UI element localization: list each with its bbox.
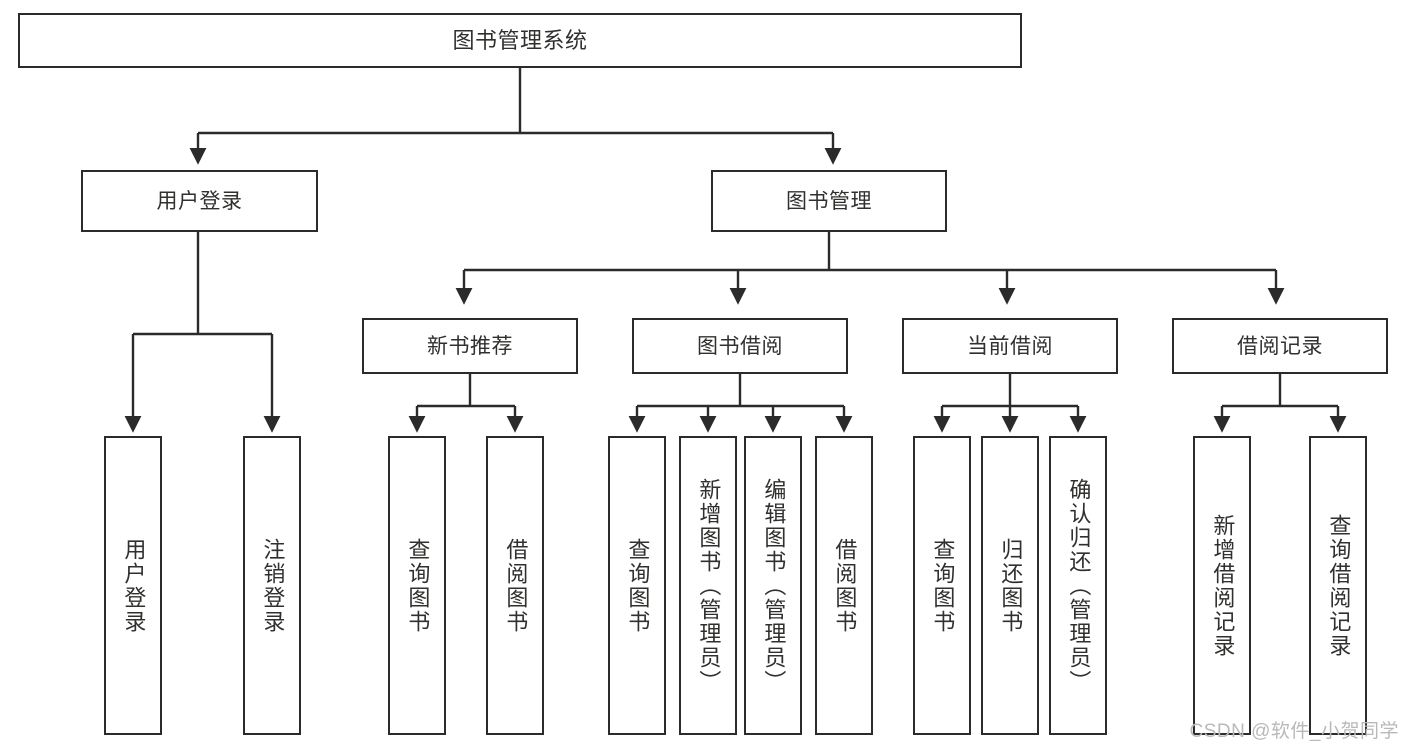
node-label: 图书借阅: [697, 334, 783, 358]
leaf-edit-book-admin[interactable]: 编辑图书（管理员）: [744, 436, 802, 735]
node-label: 查询图书: [930, 537, 956, 634]
node-label: 查询图书: [405, 537, 431, 634]
node-label: 查询图书: [625, 537, 651, 634]
leaf-borrow-book[interactable]: 借阅图书: [815, 436, 873, 735]
node-new-book-recommend[interactable]: 新书推荐: [362, 318, 578, 374]
node-label: 用户登录: [121, 537, 147, 634]
leaf-query-book-borrow[interactable]: 查询图书: [608, 436, 666, 735]
node-label: 编辑图书（管理员）: [761, 477, 787, 694]
node-label: 查询借阅记录: [1326, 513, 1352, 658]
node-label: 用户登录: [156, 189, 243, 213]
node-label: 借阅记录: [1237, 334, 1323, 358]
node-label: 新增借阅记录: [1210, 513, 1236, 658]
node-label: 图书管理: [786, 189, 872, 213]
node-label: 借阅图书: [503, 537, 529, 634]
leaf-return-book[interactable]: 归还图书: [981, 436, 1039, 735]
node-label: 归还图书: [998, 537, 1024, 634]
leaf-borrow-book-recommend[interactable]: 借阅图书: [486, 436, 544, 735]
node-user-login[interactable]: 用户登录: [81, 170, 318, 232]
leaf-query-book-recommend[interactable]: 查询图书: [388, 436, 446, 735]
leaf-add-borrow-record[interactable]: 新增借阅记录: [1193, 436, 1251, 735]
node-label: 图书管理系统: [452, 27, 588, 53]
leaf-user-logout[interactable]: 注销登录: [243, 436, 301, 735]
node-borrow-record[interactable]: 借阅记录: [1172, 318, 1388, 374]
node-book-borrow[interactable]: 图书借阅: [632, 318, 848, 374]
leaf-add-book-admin[interactable]: 新增图书（管理员）: [679, 436, 737, 735]
node-label: 确认归还（管理员）: [1066, 477, 1092, 694]
node-root-book-management-system[interactable]: 图书管理系统: [18, 13, 1022, 68]
node-label: 新增图书（管理员）: [696, 477, 722, 694]
node-label: 新书推荐: [427, 334, 513, 358]
leaf-user-login[interactable]: 用户登录: [104, 436, 162, 735]
leaf-confirm-return-admin[interactable]: 确认归还（管理员）: [1049, 436, 1107, 735]
node-label: 注销登录: [260, 537, 286, 634]
leaf-query-book-current[interactable]: 查询图书: [913, 436, 971, 735]
node-current-borrow[interactable]: 当前借阅: [902, 318, 1118, 374]
node-label: 借阅图书: [832, 537, 858, 634]
leaf-query-borrow-record[interactable]: 查询借阅记录: [1309, 436, 1367, 735]
node-book-manage[interactable]: 图书管理: [711, 170, 947, 232]
csdn-watermark: CSDN @软件_小贺同学: [1189, 721, 1399, 742]
node-label: 当前借阅: [967, 334, 1053, 358]
